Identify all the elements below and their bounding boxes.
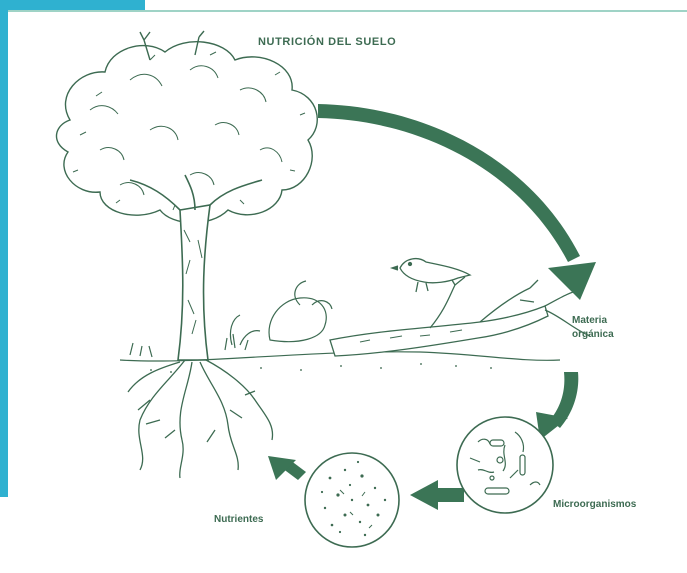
frame-inner-rule: [8, 10, 687, 12]
bird-icon: [389, 257, 472, 293]
nutrients-circle-icon: [304, 452, 400, 548]
arrow-canopy-to-materia: [318, 104, 596, 300]
arrow-materia-to-microorganismos: [536, 372, 579, 440]
frame-top-border: [0, 0, 145, 10]
label-materia-line1: Materia: [572, 315, 608, 326]
tree-top-twigs: [139, 30, 205, 61]
label-microorganismos: Microorganismos: [553, 499, 637, 510]
tree-canopy: [55, 41, 318, 224]
frame-left-border: [0, 0, 8, 497]
arrow-nutrientes-to-roots: [268, 456, 306, 480]
fallen-branch: [329, 274, 591, 357]
label-nutrientes: Nutrientes: [214, 514, 264, 525]
small-plants: [229, 280, 333, 346]
diagram-title: NUTRICIÓN DEL SUELO: [258, 36, 397, 48]
tree-roots: [127, 359, 274, 479]
microorganisms-circle-icon: [456, 416, 554, 514]
label-materia-line2: orgánica: [572, 329, 614, 340]
arrow-microorganismos-to-nutrientes: [410, 480, 464, 510]
label-materia-organica: Materia orgánica: [572, 314, 614, 342]
